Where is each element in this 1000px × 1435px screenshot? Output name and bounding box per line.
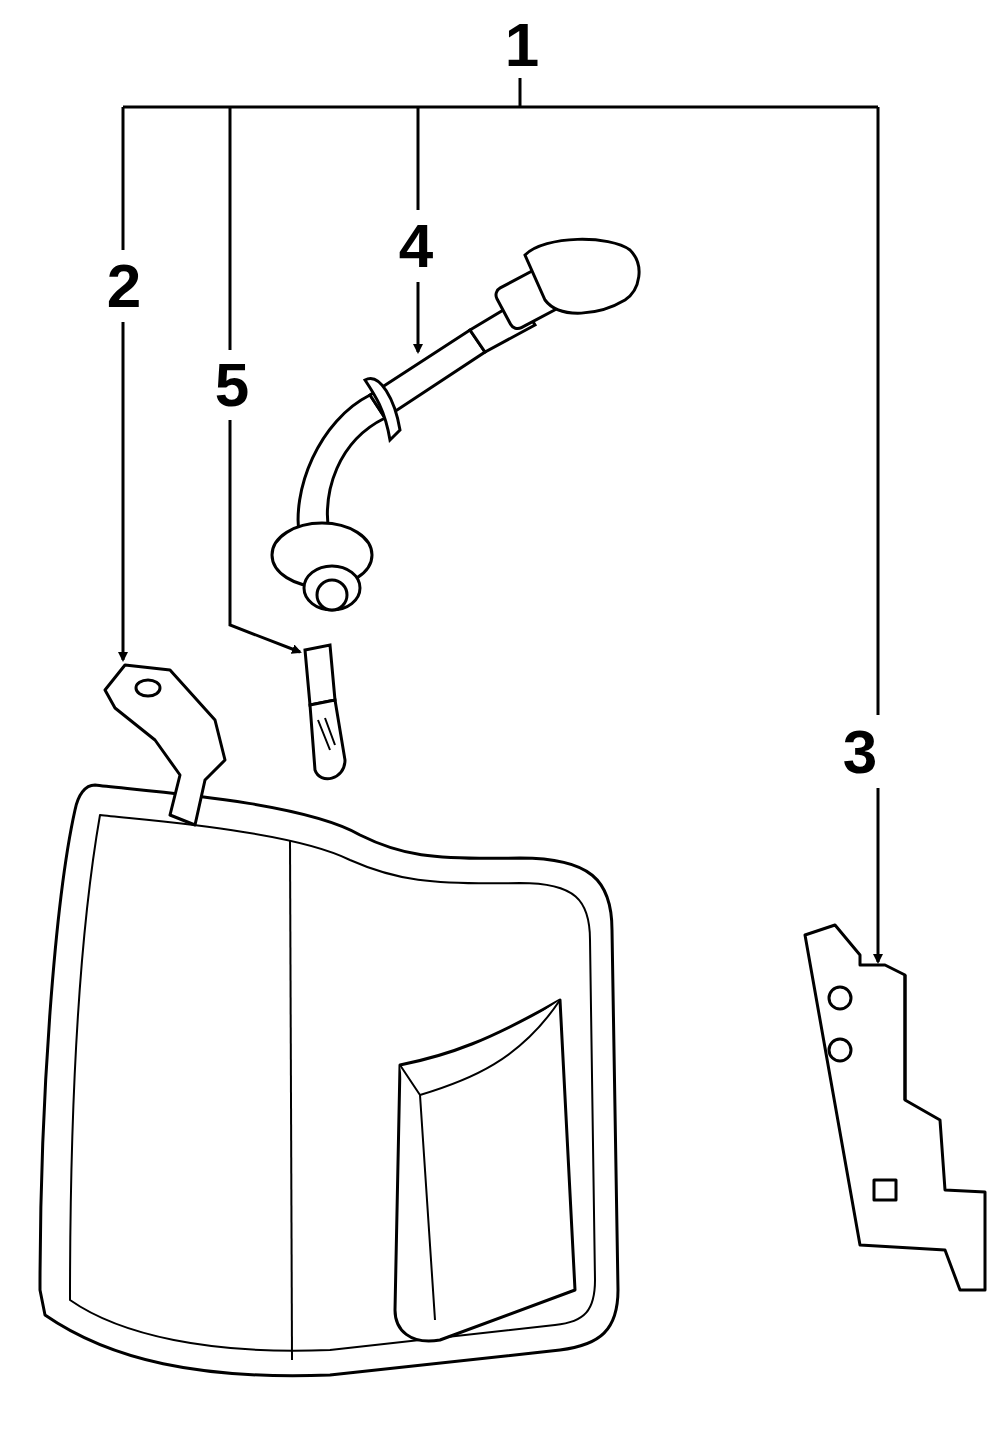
lamp-housing	[40, 665, 618, 1376]
bulb	[305, 645, 345, 779]
callout-number: 4	[395, 213, 437, 279]
socket-and-wire	[272, 239, 639, 610]
callout-number: 1	[501, 12, 543, 78]
callout-number: 2	[103, 253, 145, 319]
callout-number: 5	[211, 352, 253, 418]
callout-number: 3	[839, 719, 881, 785]
mounting-bracket	[805, 925, 985, 1290]
